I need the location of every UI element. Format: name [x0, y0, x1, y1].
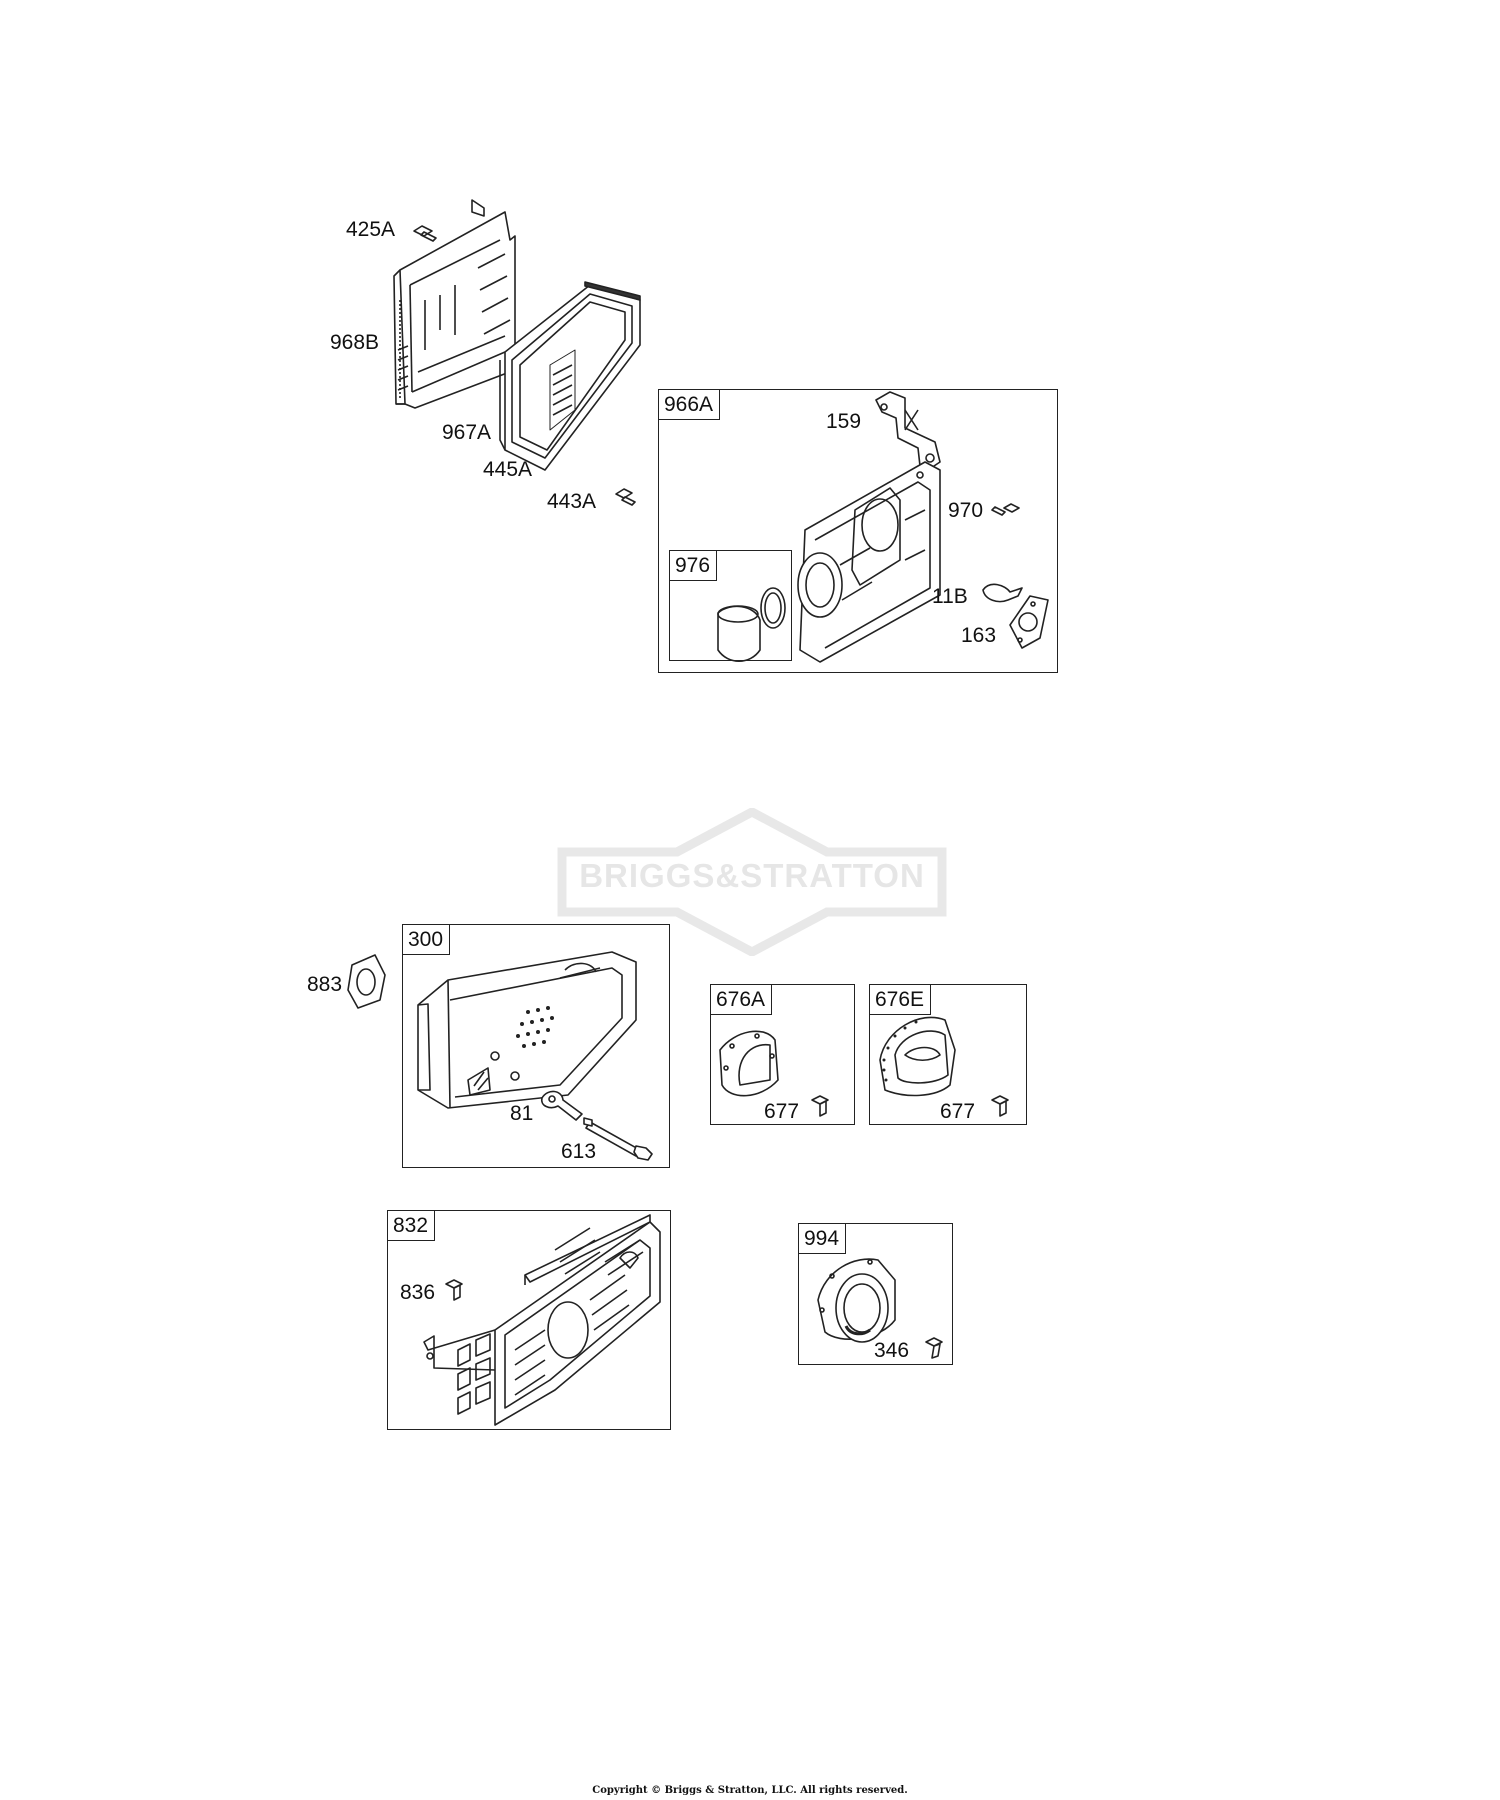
callout-836: 836 — [400, 1281, 436, 1304]
screw-677e-icon — [991, 1095, 1009, 1117]
air-filter-967A-icon — [499, 281, 641, 471]
group-box-832: 832 — [387, 1210, 671, 1430]
callout-81: 81 — [510, 1102, 534, 1125]
callout-967A: 967A — [442, 421, 492, 444]
clip-11B-icon — [982, 583, 1023, 603]
gasket-163-icon — [1009, 595, 1049, 649]
callout-425A: 425A — [346, 218, 396, 241]
group-box-994: 994 — [798, 1223, 953, 1365]
group-box-976: 976 — [669, 550, 792, 661]
group-box-676E: 676E — [869, 984, 1027, 1125]
group-tag-300: 300 — [403, 925, 451, 956]
screw-677a-icon — [811, 1095, 829, 1117]
group-box-966A: 966A — [658, 389, 1058, 673]
callout-159: 159 — [826, 410, 862, 433]
screw-970-icon — [991, 503, 1020, 516]
bolt-613-icon — [583, 1117, 653, 1161]
gasket-883-icon — [347, 954, 386, 1009]
group-tag-832: 832 — [388, 1211, 436, 1242]
screw-443A-icon — [615, 488, 636, 506]
screw-425A-icon — [413, 225, 437, 242]
deflector-676E-icon — [879, 1016, 956, 1097]
callout-11B: 11B — [932, 585, 968, 608]
watermark-text: BRIGGS&STRATTON — [579, 857, 925, 894]
washer-81-icon — [540, 1090, 583, 1121]
callout-677-676A: 677 — [764, 1100, 800, 1123]
muffler-guard-832-icon — [423, 1214, 661, 1426]
callout-443A: 443A — [547, 490, 597, 513]
callout-613: 613 — [561, 1140, 597, 1163]
group-tag-994: 994 — [799, 1224, 847, 1255]
deflector-676A-icon — [719, 1030, 779, 1097]
group-box-676A: 676A — [710, 984, 855, 1125]
group-tag-976: 976 — [670, 551, 718, 582]
spark-arrester-994-icon — [817, 1258, 896, 1343]
screw-836-icon — [445, 1279, 463, 1301]
screw-346-icon — [925, 1337, 943, 1359]
group-box-300: 300 — [402, 924, 670, 1168]
muffler-300-icon — [417, 951, 637, 1109]
air-cleaner-cover-968B-icon — [393, 199, 516, 409]
callout-968B: 968B — [330, 331, 380, 354]
callout-346: 346 — [874, 1339, 910, 1362]
watermark-logo — [557, 808, 947, 956]
callout-677-676E: 677 — [940, 1100, 976, 1123]
air-cleaner-base-966A-icon — [797, 461, 941, 663]
callout-445A: 445A — [483, 458, 533, 481]
group-tag-676E: 676E — [870, 985, 932, 1016]
group-tag-676A: 676A — [711, 985, 773, 1016]
pre-filter-976-icon — [717, 587, 786, 663]
callout-883: 883 — [307, 973, 343, 996]
group-tag-966A: 966A — [659, 390, 721, 421]
copyright-notice: Copyright © Briggs & Stratton, LLC. All … — [592, 1785, 908, 1796]
callout-163: 163 — [961, 624, 997, 647]
callout-970: 970 — [948, 499, 984, 522]
